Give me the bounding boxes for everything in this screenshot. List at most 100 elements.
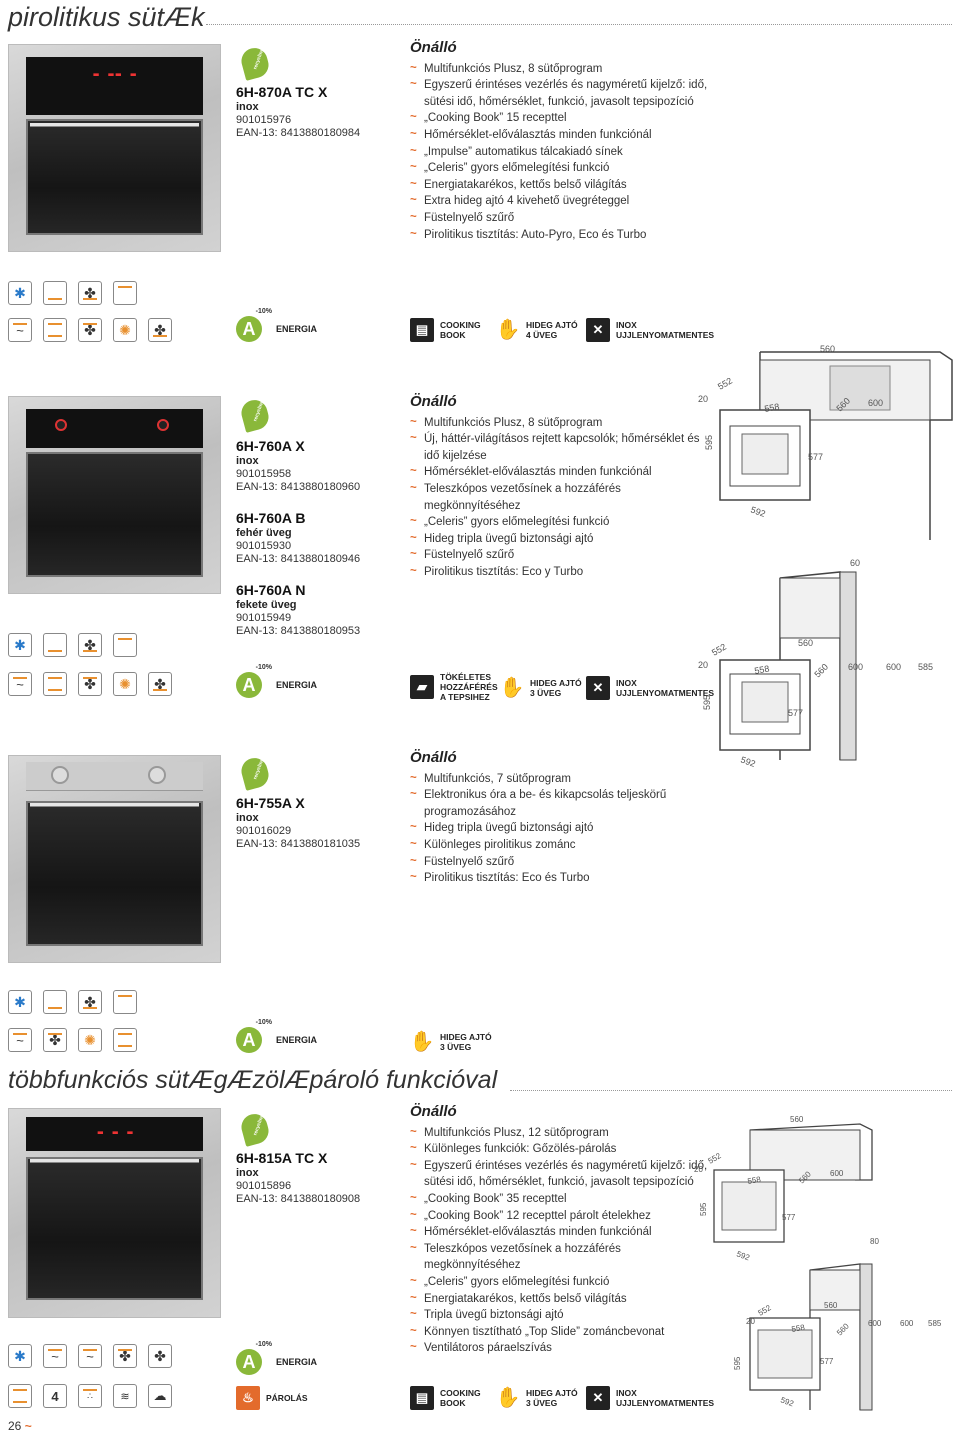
fan-grill-icon: ✤ [43,1028,67,1052]
feature-item: Egyszerű érintéses vezérlés és nagyméret… [410,76,710,110]
features-heading: Önálló [410,1103,457,1120]
svg-text:600: 600 [868,1319,882,1328]
hand-icon: ✋ [499,677,525,699]
energy-rating: A-10% ENERGIA [236,1019,317,1053]
fan-bottom-heat-icon: ✤ [78,633,102,657]
model-ean: EAN-13: 8413880181035 [236,838,361,850]
book-icon: ▤ [410,318,434,342]
svg-text:552: 552 [716,376,734,392]
installation-diagram-3: 560 20 552 558 560 600 595 577 592 80 56… [694,1115,942,1411]
top-bottom-heat-icon [43,672,67,696]
fan-top-bottom-icon: ✤ [148,672,172,696]
features-heading: Önálló [410,39,457,56]
svg-text:600: 600 [868,398,883,408]
recycling-badge-icon: recycling [236,755,272,791]
features-6h-755a: Önálló Multifunkciós, 7 sütőprogram Elek… [410,749,710,887]
energy-rating: A-10% ENERGIA [236,664,317,698]
feature-item: Energiatakarékos, kettős belső világítás [410,1290,710,1308]
model-code: 901015930 [236,540,292,552]
features-6h-870a: Önálló Multifunkciós Plusz, 8 sütőprogra… [410,39,710,244]
feature-item: Egyszerű érintéses vezérlés és nagyméret… [410,1157,710,1191]
svg-text:558: 558 [791,1323,806,1334]
svg-text:558: 558 [754,664,771,676]
recycling-badge-icon: recycling [236,45,272,81]
page-number: 26 ~ [8,1419,32,1433]
feature-item: Teleszkópos vezetősínek a hozzáférés meg… [410,480,710,514]
turbo-fan-icon: ✺ [113,318,137,342]
feature-item: Hideg tripla üvegű biztonsági ajtó [410,819,710,837]
steam-pot-icon: ♨ [236,1386,260,1410]
model-code: 901015949 [236,612,292,624]
svg-text:592: 592 [735,1249,751,1262]
feature-item: „Celeris” gyors előmelegítési funkció [410,513,710,531]
svg-text:20: 20 [746,1317,755,1326]
feature-item: Multifunkciós Plusz, 8 sütőprogram [410,60,710,78]
grill-icon [113,281,137,305]
tray-icon: ▰ [410,675,434,699]
function-icons-row-2: 4 ∴ ≋ ☁ [8,1384,172,1408]
svg-text:595: 595 [733,1356,742,1370]
model-ean: EAN-13: 8413880180984 [236,127,361,139]
full-grill-icon: ~ [8,318,32,342]
svg-text:560: 560 [790,1115,804,1124]
feature-item: Pirolitikus tisztítás: Auto-Pyro, Eco és… [410,226,710,244]
svg-text:592: 592 [739,754,757,769]
svg-text:577: 577 [782,1213,796,1222]
top-bottom-heat-icon [43,318,67,342]
svg-text:552: 552 [710,642,728,658]
feature-item: Elektronikus óra a be- és kikapcsolás te… [410,786,710,820]
function-icons-row-1: ✱ ✤ [8,990,137,1014]
function-icons-row-2: ~ ✤ ✺ ✤ [8,318,172,342]
installation-diagram-2: 60 560 20 552 558 560 600 600 585 595 57… [698,558,933,769]
model-code: 901015958 [236,468,292,480]
full-grill-icon: ~ [8,1028,32,1052]
feature-item: Extra hideg ajtó 4 kivehető üvegréteggel [410,192,710,210]
model-code: 901015896 [236,1180,292,1192]
svg-text:595: 595 [699,1202,708,1216]
top-bottom-heat-icon [113,1028,137,1052]
steam-icon: ≋ [113,1384,137,1408]
svg-text:585: 585 [928,1319,942,1328]
feature-item: Ventilátoros páraelszívás [410,1339,710,1357]
svg-text:560: 560 [835,1321,851,1337]
svg-text:560: 560 [824,1301,838,1310]
feature-item: Pirolitikus tisztítás: Eco y Turbo [410,563,710,581]
svg-text:595: 595 [702,695,712,710]
model-name: 6H-755A X [236,795,305,811]
svg-text:552: 552 [707,1151,724,1166]
model-code: 901016029 [236,825,292,837]
svg-text:577: 577 [788,708,803,718]
model-name: 6H-760A N [236,582,306,598]
fan-bottom-heat-icon: ✤ [78,990,102,1014]
svg-text:600: 600 [848,662,863,672]
oven-image-6h-760a [8,396,221,594]
feature-item: Multifunkciós, 7 sütőprogram [410,770,710,788]
energy-rating: A-10% ENERGIA [236,308,317,342]
chef-hat-icon: ☁ [148,1384,172,1408]
fan-grill-icon: ✤ [113,1344,137,1368]
fingerprint-icon: ✕ [586,676,610,700]
oven-image-6h-815a: ▬ ▬ ▬ [8,1108,221,1318]
svg-text:558: 558 [747,1175,762,1186]
feature-item: Hőmérséklet-előválasztás minden funkción… [410,126,710,144]
oven-image-6h-870a: ▬ ▬▬ ▬ [8,44,221,252]
function-icons-row-1: ✱ ✤ [8,281,137,305]
model-finish: fehér üveg [236,527,292,539]
feature-item: Hőmérséklet-előválasztás minden funkción… [410,463,710,481]
features-heading: Önálló [410,393,457,410]
feature-item: „Impulse” automatikus tálcakiadó sínek [410,143,710,161]
recycling-badge-icon: recycling [236,1111,272,1147]
grill-icon [113,990,137,1014]
features-6h-760a: Önálló Multifunkciós Plusz, 8 sütőprogra… [410,393,710,581]
model-finish: inox [236,455,259,467]
model-info-6h-755a: 6H-755A X inox 901016029 EAN-13: 8413880… [236,793,406,851]
svg-text:600: 600 [886,662,901,672]
feature-item: Multifunkciós Plusz, 12 sütőprogram [410,1124,710,1142]
recycling-badge-icon: recycling [236,397,272,433]
